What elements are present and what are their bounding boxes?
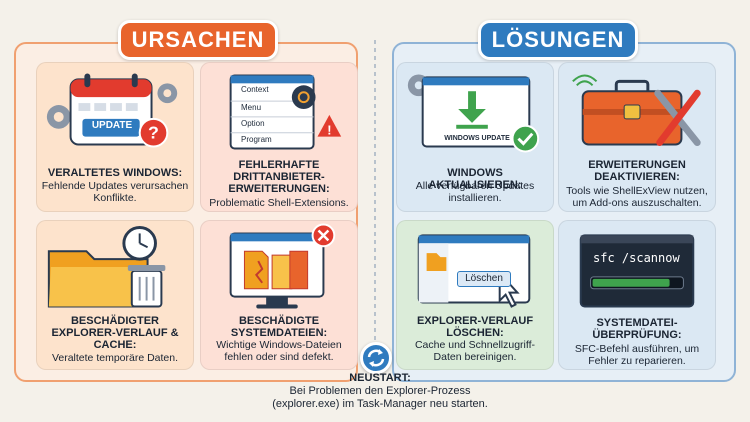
solution-description: Tools wie ShellExView nutzen, um Add-ons… <box>566 185 708 209</box>
windows-update-label: WINDOWS UPDATE <box>444 135 510 142</box>
cause-card-explorer-cache: BESCHÄDIGTER EXPLORER-VERLAUF & CACHE: V… <box>36 220 194 370</box>
solution-heading: ERWEITERUNGEN DEAKTIVIEREN: <box>588 159 686 183</box>
windows-update-icon <box>407 74 540 153</box>
cause-description: Wichtige Windows-Dateien fehlen oder sin… <box>216 339 342 363</box>
menu-item-option: Option <box>241 119 265 128</box>
delete-button[interactable]: Löschen <box>457 271 511 287</box>
cause-description: Fehlende Updates verursachen Konflikte. <box>41 180 189 204</box>
solution-description: Alle verfügbaren Updates installieren. <box>415 180 535 204</box>
broken-files-icon <box>229 223 336 309</box>
menu-item-program: Program <box>241 135 272 144</box>
solution-heading: WINDOWS AKTUALISIEREN: <box>428 167 522 191</box>
cause-heading: VERALTETES WINDOWS: <box>47 167 183 179</box>
cause-card-system-files: BESCHÄDIGTE SYSTEMDATEIEN: Wichtige Wind… <box>200 220 358 370</box>
cause-heading: FEHLERHAFTE DRITTANBIETER-ERWEITERUNGEN: <box>228 159 330 195</box>
terminal-icon <box>579 234 695 308</box>
svg-text:!: ! <box>327 123 331 138</box>
restart-footer: NEUSTART: Bei Problemen den Explorer-Pro… <box>230 372 530 411</box>
cause-card-outdated-windows: ? UPDATE VERALTETES WINDOWS: Fehlende Up… <box>36 62 194 212</box>
solution-card-sfc: sfc /scannow SYSTEMDATEI-ÜBERPRÜFUNG: SF… <box>558 220 716 370</box>
restart-title: NEUSTART: <box>349 372 411 384</box>
refresh-icon <box>360 342 392 374</box>
solution-card-update-windows: WINDOWS UPDATE WINDOWS AKTUALISIEREN: Al… <box>396 62 554 212</box>
cause-heading: BESCHÄDIGTE SYSTEMDATEIEN: <box>230 315 328 339</box>
solution-heading: EXPLORER-VERLAUF LÖSCHEN: <box>416 315 534 339</box>
folder-trash-icon <box>47 226 166 308</box>
calendar-update-icon: ? <box>46 73 178 148</box>
center-divider <box>374 40 376 340</box>
svg-text:?: ? <box>148 123 159 143</box>
context-menu-icon: ! <box>229 74 342 150</box>
causes-title: URSACHEN <box>118 20 278 60</box>
solution-card-clear-history: Löschen EXPLORER-VERLAUF LÖSCHEN: Cache … <box>396 220 554 370</box>
cause-description: Problematic Shell-Extensions. <box>209 197 349 209</box>
command-text: sfc /scannow <box>593 251 680 265</box>
solution-heading: SYSTEMDATEI-ÜBERPRÜFUNG: <box>592 317 682 341</box>
solution-card-disable-extensions: ERWEITERUNGEN DEAKTIVIEREN: Tools wie Sh… <box>558 62 716 212</box>
update-badge-text: UPDATE <box>91 120 133 131</box>
clear-history-icon <box>417 234 531 308</box>
solution-description: SFC-Befehl ausführen, um Fehler zu repar… <box>574 343 700 367</box>
cause-description: Veraltete temporäre Daten. <box>51 352 179 364</box>
restart-text-2: (explorer.exe) im Task-Manager neu start… <box>272 398 488 410</box>
cause-card-extensions: ! Context Menu Option Program FEHLERHAFT… <box>200 62 358 212</box>
cause-heading: BESCHÄDIGTER EXPLORER-VERLAUF & CACHE: <box>51 315 179 351</box>
solutions-title: LÖSUNGEN <box>478 20 638 60</box>
solution-description: Cache und Schnellzugriff-Daten bereinige… <box>414 339 536 363</box>
restart-text-1: Bei Problemen den Explorer-Prozess <box>289 385 471 397</box>
menu-item-context: Context <box>241 85 269 94</box>
menu-item-menu: Menu <box>241 103 262 112</box>
toolbox-icon <box>572 74 701 147</box>
